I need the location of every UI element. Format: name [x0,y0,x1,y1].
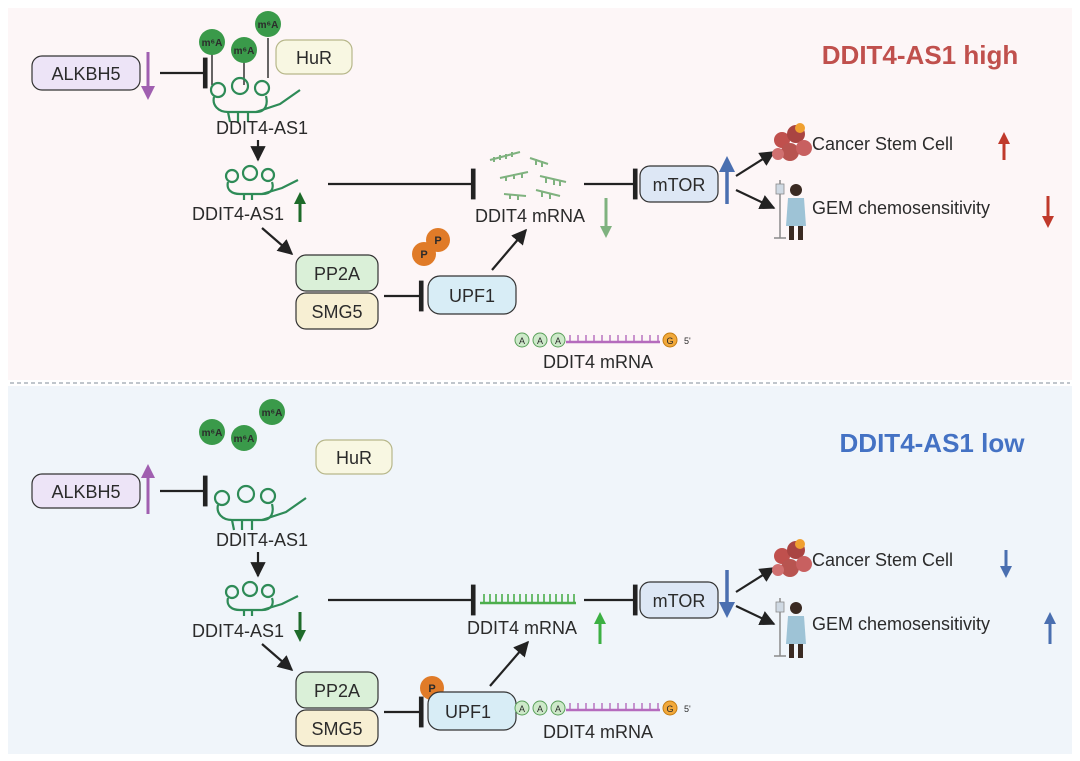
mrna-strand-icon: A A A G 5' [514,700,691,716]
arrow-up-icon [719,156,735,204]
arrow-to-gem [735,189,776,210]
alkbh5-box [31,55,141,91]
alkbh5-box [31,473,141,509]
svg-text:m⁶A: m⁶A [258,20,279,31]
svg-text:P: P [428,683,435,695]
arrow-down-icon [719,570,735,618]
rna-hairpin-icon [224,164,299,200]
pp2a-label: PP2A [314,264,360,284]
arrow-up-icon [141,464,155,514]
low-title: DDIT4-AS1 low [840,428,1026,458]
ddit4-as1-label-1: DDIT4-AS1 [216,530,308,550]
patient-iv-icon [774,598,806,658]
m6a-modification-icon: m⁶A m⁶A m⁶A [199,11,281,85]
pp2a-box [295,254,379,292]
upf1-label: UPF1 [445,702,491,722]
svg-text:5': 5' [684,336,691,346]
arrow-down-icon [1042,196,1054,228]
smg5-label: SMG5 [311,719,362,739]
arrow-to-csc [735,567,776,593]
gem-label: GEM chemosensitivity [812,614,990,634]
upf1-label: UPF1 [449,286,495,306]
svg-text:A: A [555,336,561,346]
ddit4-as1-label-2: DDIT4-AS1 [192,204,284,224]
csc-label: Cancer Stem Cell [812,134,953,154]
smg5-box [295,709,379,747]
hur-box [315,439,393,475]
m6a-modification-icon: m⁶A m⁶A m⁶A [199,399,285,451]
high-panel-content: DDIT4-AS1 high ALKBH5 m⁶A m⁶A m⁶A [31,11,1054,372]
tumor-cells-icon [772,123,812,161]
arrow-down-icon [600,198,612,238]
arrow-up-icon [1044,612,1056,644]
mrna-strand-icon: A A A G 5' [514,332,691,348]
low-panel [8,386,1072,754]
pp2a-box [295,671,379,709]
arrow-up-icon [998,132,1010,160]
hur-label: HuR [336,448,372,468]
svg-text:G: G [666,336,673,346]
arrow-down-icon [1000,550,1012,578]
arrow-down-icon [294,612,306,642]
svg-text:A: A [519,704,525,714]
ddit4-as1-label-2: DDIT4-AS1 [192,621,284,641]
arrow-to-csc [735,151,776,177]
arrow-up-icon [594,612,606,644]
svg-text:A: A [537,336,543,346]
alkbh5-label: ALKBH5 [51,64,120,84]
high-panel [8,8,1072,380]
hur-label: HuR [296,48,332,68]
svg-text:P: P [420,249,427,261]
svg-text:m⁶A: m⁶A [262,408,283,419]
smg5-box [295,292,379,330]
svg-text:m⁶A: m⁶A [234,434,255,445]
arrow-up-icon [294,192,306,222]
mtor-box [639,165,719,203]
rna-hairpin-icon [209,76,301,123]
intact-mrna-icon [480,594,576,605]
mrna-label-bottom: DDIT4 mRNA [543,722,653,742]
svg-text:P: P [434,235,441,247]
tumor-cells-icon [772,539,812,577]
csc-label: Cancer Stem Cell [812,550,953,570]
mrna-label-bottom: DDIT4 mRNA [543,352,653,372]
low-panel-content: DDIT4-AS1 low m⁶A m⁶A m⁶A HuR ALKBH5 DDI… [31,399,1056,747]
arrow-to-pp2a [261,227,294,256]
high-title: DDIT4-AS1 high [822,40,1018,70]
svg-text:m⁶A: m⁶A [234,46,255,57]
rna-hairpin-icon [213,484,307,531]
pp2a-label: PP2A [314,681,360,701]
arrow-upf1-to-mrna [491,228,527,271]
svg-text:A: A [537,704,543,714]
ddit4-as1-label-1: DDIT4-AS1 [216,118,308,138]
hur-box [275,39,353,75]
degraded-mrna-icon [489,151,567,200]
mtor-label: mTOR [653,591,706,611]
gem-label: GEM chemosensitivity [812,198,990,218]
mtor-label: mTOR [653,175,706,195]
patient-iv-icon [774,180,806,240]
arrow-to-gem [735,605,776,626]
ddit4-mrna-label: DDIT4 mRNA [467,618,577,638]
mtor-box [639,581,719,619]
phosphate-icon: P P [412,228,450,266]
upf1-box [427,275,517,315]
rna-hairpin-icon [224,580,299,616]
svg-text:m⁶A: m⁶A [202,428,223,439]
alkbh5-label: ALKBH5 [51,482,120,502]
svg-text:m⁶A: m⁶A [202,38,223,49]
arrow-down-icon [141,52,155,100]
svg-text:5': 5' [684,704,691,714]
svg-text:A: A [555,704,561,714]
arrow-upf1-to-mrna [489,640,530,687]
arrow-to-pp2a [261,643,294,672]
smg5-label: SMG5 [311,302,362,322]
ddit4-mrna-label: DDIT4 mRNA [475,206,585,226]
svg-text:G: G [666,704,673,714]
svg-text:A: A [519,336,525,346]
